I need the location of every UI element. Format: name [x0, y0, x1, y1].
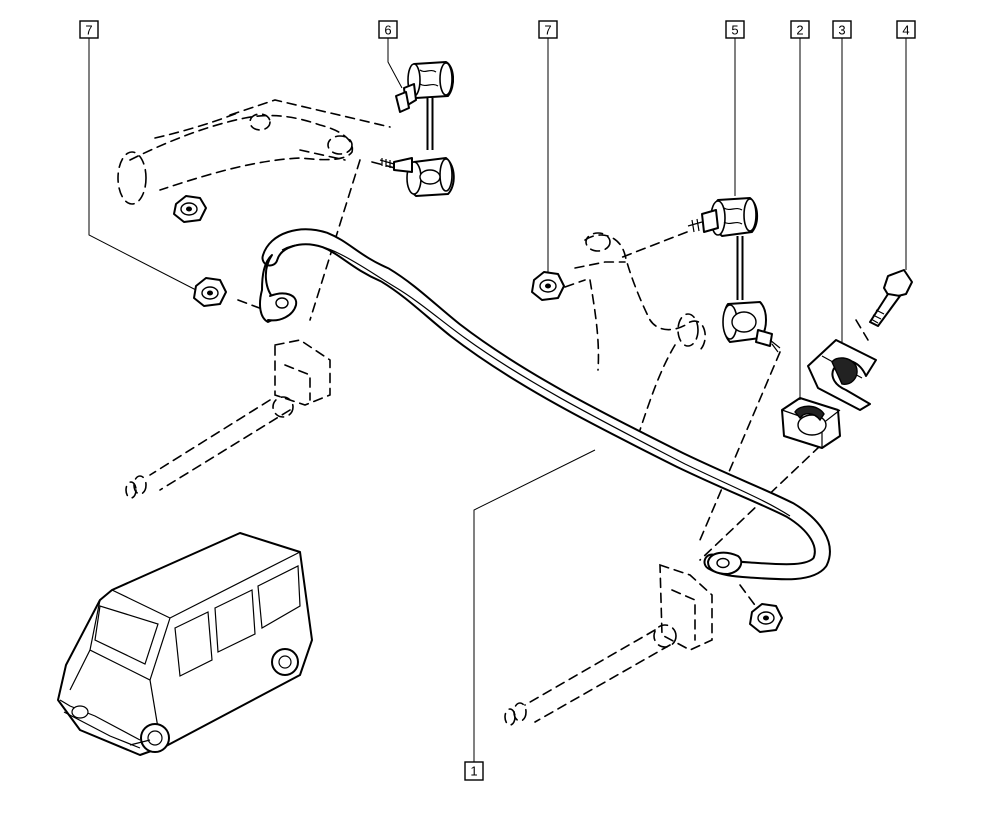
callout-1: 1	[464, 761, 484, 781]
nut-icon	[173, 195, 207, 223]
right-chassis-bracket-outline	[504, 563, 713, 726]
bushing-icon	[781, 397, 841, 449]
clamp-icon	[807, 339, 877, 411]
callout-3: 3	[832, 20, 852, 39]
nut-icon	[749, 603, 783, 633]
link-rod-icon	[379, 61, 455, 197]
callout-label: 7	[544, 23, 551, 38]
left-suspension-arm-outline	[117, 99, 391, 205]
callout-7-right: 7	[538, 20, 558, 39]
callout-7-left: 7	[79, 20, 99, 39]
callout-label: 2	[796, 23, 803, 38]
callout-label: 4	[902, 23, 909, 38]
link-rod-icon	[687, 197, 781, 353]
callout-2: 2	[790, 20, 810, 39]
callout-6: 6	[378, 20, 398, 39]
van-icon	[57, 532, 313, 756]
callout-label: 5	[731, 23, 738, 38]
bolt-icon	[869, 269, 913, 327]
callout-5: 5	[725, 20, 745, 39]
leader-lines	[88, 38, 907, 762]
stabilizer-bar-icon	[259, 228, 831, 581]
left-chassis-bracket-outline	[125, 339, 331, 499]
callout-label: 3	[838, 23, 845, 38]
nut-icon	[531, 271, 565, 301]
nut-icon	[193, 277, 227, 307]
callout-label: 6	[384, 23, 391, 38]
callout-label: 7	[85, 23, 92, 38]
right-suspension-arm-outline	[574, 232, 706, 431]
callout-label: 1	[470, 764, 477, 779]
callout-4: 4	[896, 20, 916, 39]
